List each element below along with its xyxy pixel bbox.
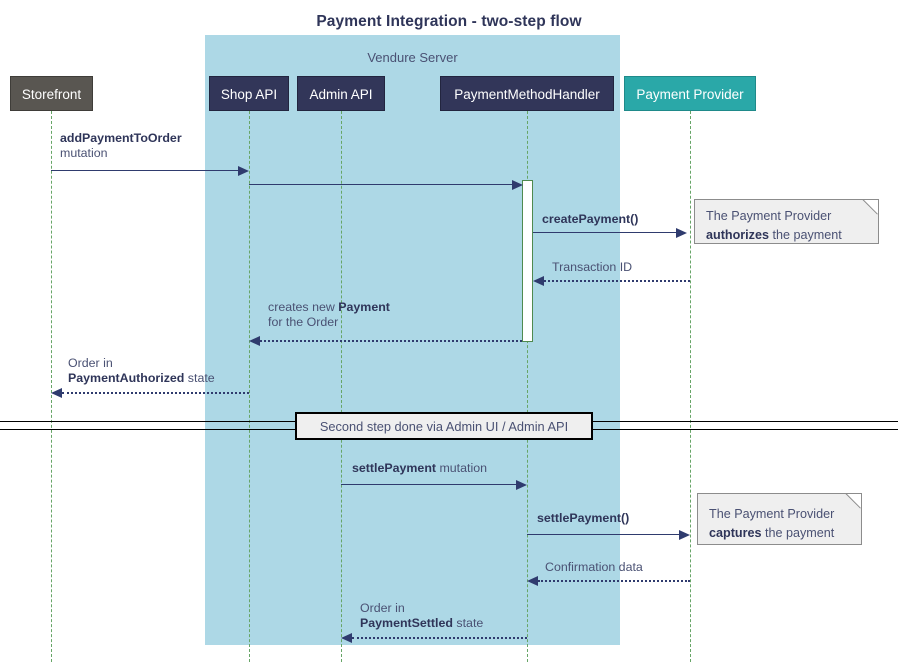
arrow-head-settle-payment-mutation (516, 480, 527, 490)
divider-label: Second step done via Admin UI / Admin AP… (295, 412, 593, 440)
note-authorizes: The Payment Provider authorizes the paym… (694, 199, 879, 244)
message-line-shop-api-to-handler (249, 184, 512, 185)
message-label-transaction-id: Transaction ID (552, 260, 633, 274)
message-label-order-payment-authorized: Order in PaymentAuthorized state (68, 356, 215, 385)
lifeline-payment-provider (690, 111, 691, 662)
message-line-create-payment (533, 232, 676, 233)
message-label-confirmation-data: Confirmation data (545, 560, 643, 574)
lifeline-payment-method-handler (527, 111, 528, 662)
lifeline-storefront (51, 111, 52, 662)
participant-storefront[interactable]: Storefront (10, 76, 93, 111)
participant-payment-method-handler[interactable]: PaymentMethodHandler (440, 76, 614, 111)
arrow-head-transaction-id (533, 276, 544, 286)
note-fold-icon (864, 199, 879, 214)
message-line-settle-payment-mutation (341, 484, 516, 485)
arrow-head-create-payment (676, 228, 687, 238)
page-title: Payment Integration - two-step flow (316, 13, 582, 30)
arrow-head-shop-api-to-handler (512, 180, 523, 190)
lifeline-shop-api (249, 111, 250, 662)
message-line-order-payment-settled (352, 637, 527, 639)
participant-payment-provider[interactable]: Payment Provider (624, 76, 756, 111)
message-label-settle-payment-mutation: settlePayment mutation (352, 461, 487, 475)
arrow-head-order-payment-settled (341, 633, 352, 643)
message-line-order-payment-authorized (62, 392, 249, 394)
message-line-confirmation-data (538, 580, 690, 582)
message-line-settle-payment-call (527, 534, 679, 535)
lifeline-admin-api (341, 111, 342, 662)
participant-shop-api[interactable]: Shop API (209, 76, 289, 111)
arrow-head-creates-new-payment (249, 336, 260, 346)
participant-admin-api[interactable]: Admin API (297, 76, 385, 111)
arrow-head-confirmation-data (527, 576, 538, 586)
message-line-add-payment-to-order (51, 170, 238, 171)
message-label-settle-payment-call: settlePayment() (537, 511, 630, 525)
message-line-creates-new-payment (260, 340, 522, 342)
arrow-head-add-payment-to-order (238, 166, 249, 176)
activation-bar-payment-method-handler (522, 180, 533, 342)
arrow-head-order-payment-authorized (51, 388, 62, 398)
message-label-order-payment-settled: Order in PaymentSettled state (360, 601, 484, 630)
arrow-head-settle-payment-call (679, 530, 690, 540)
message-label-add-payment-to-order: addPaymentToOrder mutation (60, 131, 182, 160)
note-fold-icon (847, 493, 862, 508)
message-label-creates-new-payment: creates new Payment for the Order (268, 300, 390, 329)
message-line-transaction-id (544, 280, 690, 282)
note-captures: The Payment Provider captures the paymen… (697, 493, 862, 545)
message-label-create-payment: createPayment() (542, 212, 639, 226)
group-label: Vendure Server (367, 50, 458, 65)
